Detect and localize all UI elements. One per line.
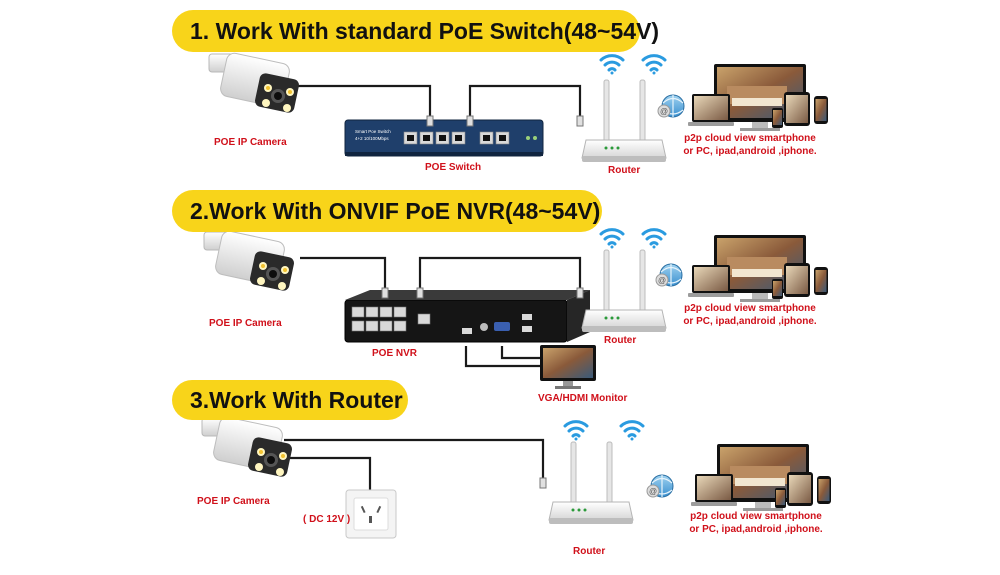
devices-icon [688,235,828,302]
section-1-header: 1. Work With standard PoE Switch(48~54V) [172,10,659,52]
section-1-router-label: Router [608,165,641,176]
section-3-router-label: Router [573,546,606,557]
section-3-title: 3.Work With Router [190,386,403,413]
section-2-title: 2.Work With ONVIF PoE NVR(48~54V) [190,197,601,224]
section-1-poe-switch: Smart Poe Switch 4+2 10/100Mbps [344,115,584,157]
cloud-icon [646,474,674,498]
devices-icon [688,64,828,131]
section-3-cloud-line-2: or PC, ipad,android ,iphone. [689,524,823,535]
section-3-cloud-label: p2p cloud view smartphone or PC, ipad,an… [676,510,836,536]
section-2-cables [300,256,582,368]
section-3-camera-label: POE IP Camera [197,496,270,507]
section-1-camera [208,51,301,115]
section-2-camera-label: POE IP Camera [209,318,282,329]
section-1-cables [298,84,582,120]
section-2-nvr-label: POE NVR [372,348,418,359]
section-1-switch-label: POE Switch [425,162,482,173]
section-1-cloud-label: p2p cloud view smartphone or PC, ipad,an… [670,132,830,158]
wifi-icon [641,54,667,76]
wifi-icon [619,420,645,442]
section-2-monitor [540,345,596,389]
section-3-power-label: ( DC 12V ) [303,514,351,525]
cloud-icon [655,263,683,287]
section-1-cloud-line-1: p2p cloud view smartphone [684,133,816,144]
cloud-icon [657,94,685,118]
switch-text-1: Smart Poe Switch [355,129,391,134]
section-2-camera [203,229,296,293]
wifi-icon [641,228,667,250]
camera-icon [208,51,301,115]
section-2-router-label: Router [604,335,637,346]
section-3-router [548,441,634,525]
devices-icon [691,444,831,511]
router-icon [581,79,667,163]
section-3-cloud-line-1: p2p cloud view smartphone [690,511,822,522]
section-2-router [581,249,667,333]
section-2-header: 2.Work With ONVIF PoE NVR(48~54V) [172,190,602,232]
section-1-title: 1. Work With standard PoE Switch(48~54V) [190,17,660,44]
section-1-camera-label: POE IP Camera [214,137,287,148]
switch-text-2: 4+2 10/100Mbps [355,136,389,141]
section-1-router [581,79,667,163]
router-icon [548,441,634,525]
section-2-devices [688,235,828,302]
wifi-icon [599,54,625,76]
camera-icon [203,229,296,293]
section-1-devices [688,64,828,131]
router-icon [581,249,667,333]
section-3-power-socket [345,489,397,539]
section-2-cloud-label: p2p cloud view smartphone or PC, ipad,an… [670,302,830,328]
section-2-cloud-line-1: p2p cloud view smartphone [684,303,816,314]
section-3-cables [284,438,545,495]
section-3-devices [691,444,831,511]
wifi-icon [599,228,625,250]
section-1-cloud-line-2: or PC, ipad,android ,iphone. [683,146,817,157]
section-3-header: 3.Work With Router [172,380,408,420]
section-2-monitor-label: VGA/HDMI Monitor [538,393,628,404]
section-2-cloud-line-2: or PC, ipad,android ,iphone. [683,316,817,327]
section-3-camera [201,415,294,479]
wifi-icon [563,420,589,442]
camera-icon [201,415,294,479]
section-2-nvr [344,287,590,343]
